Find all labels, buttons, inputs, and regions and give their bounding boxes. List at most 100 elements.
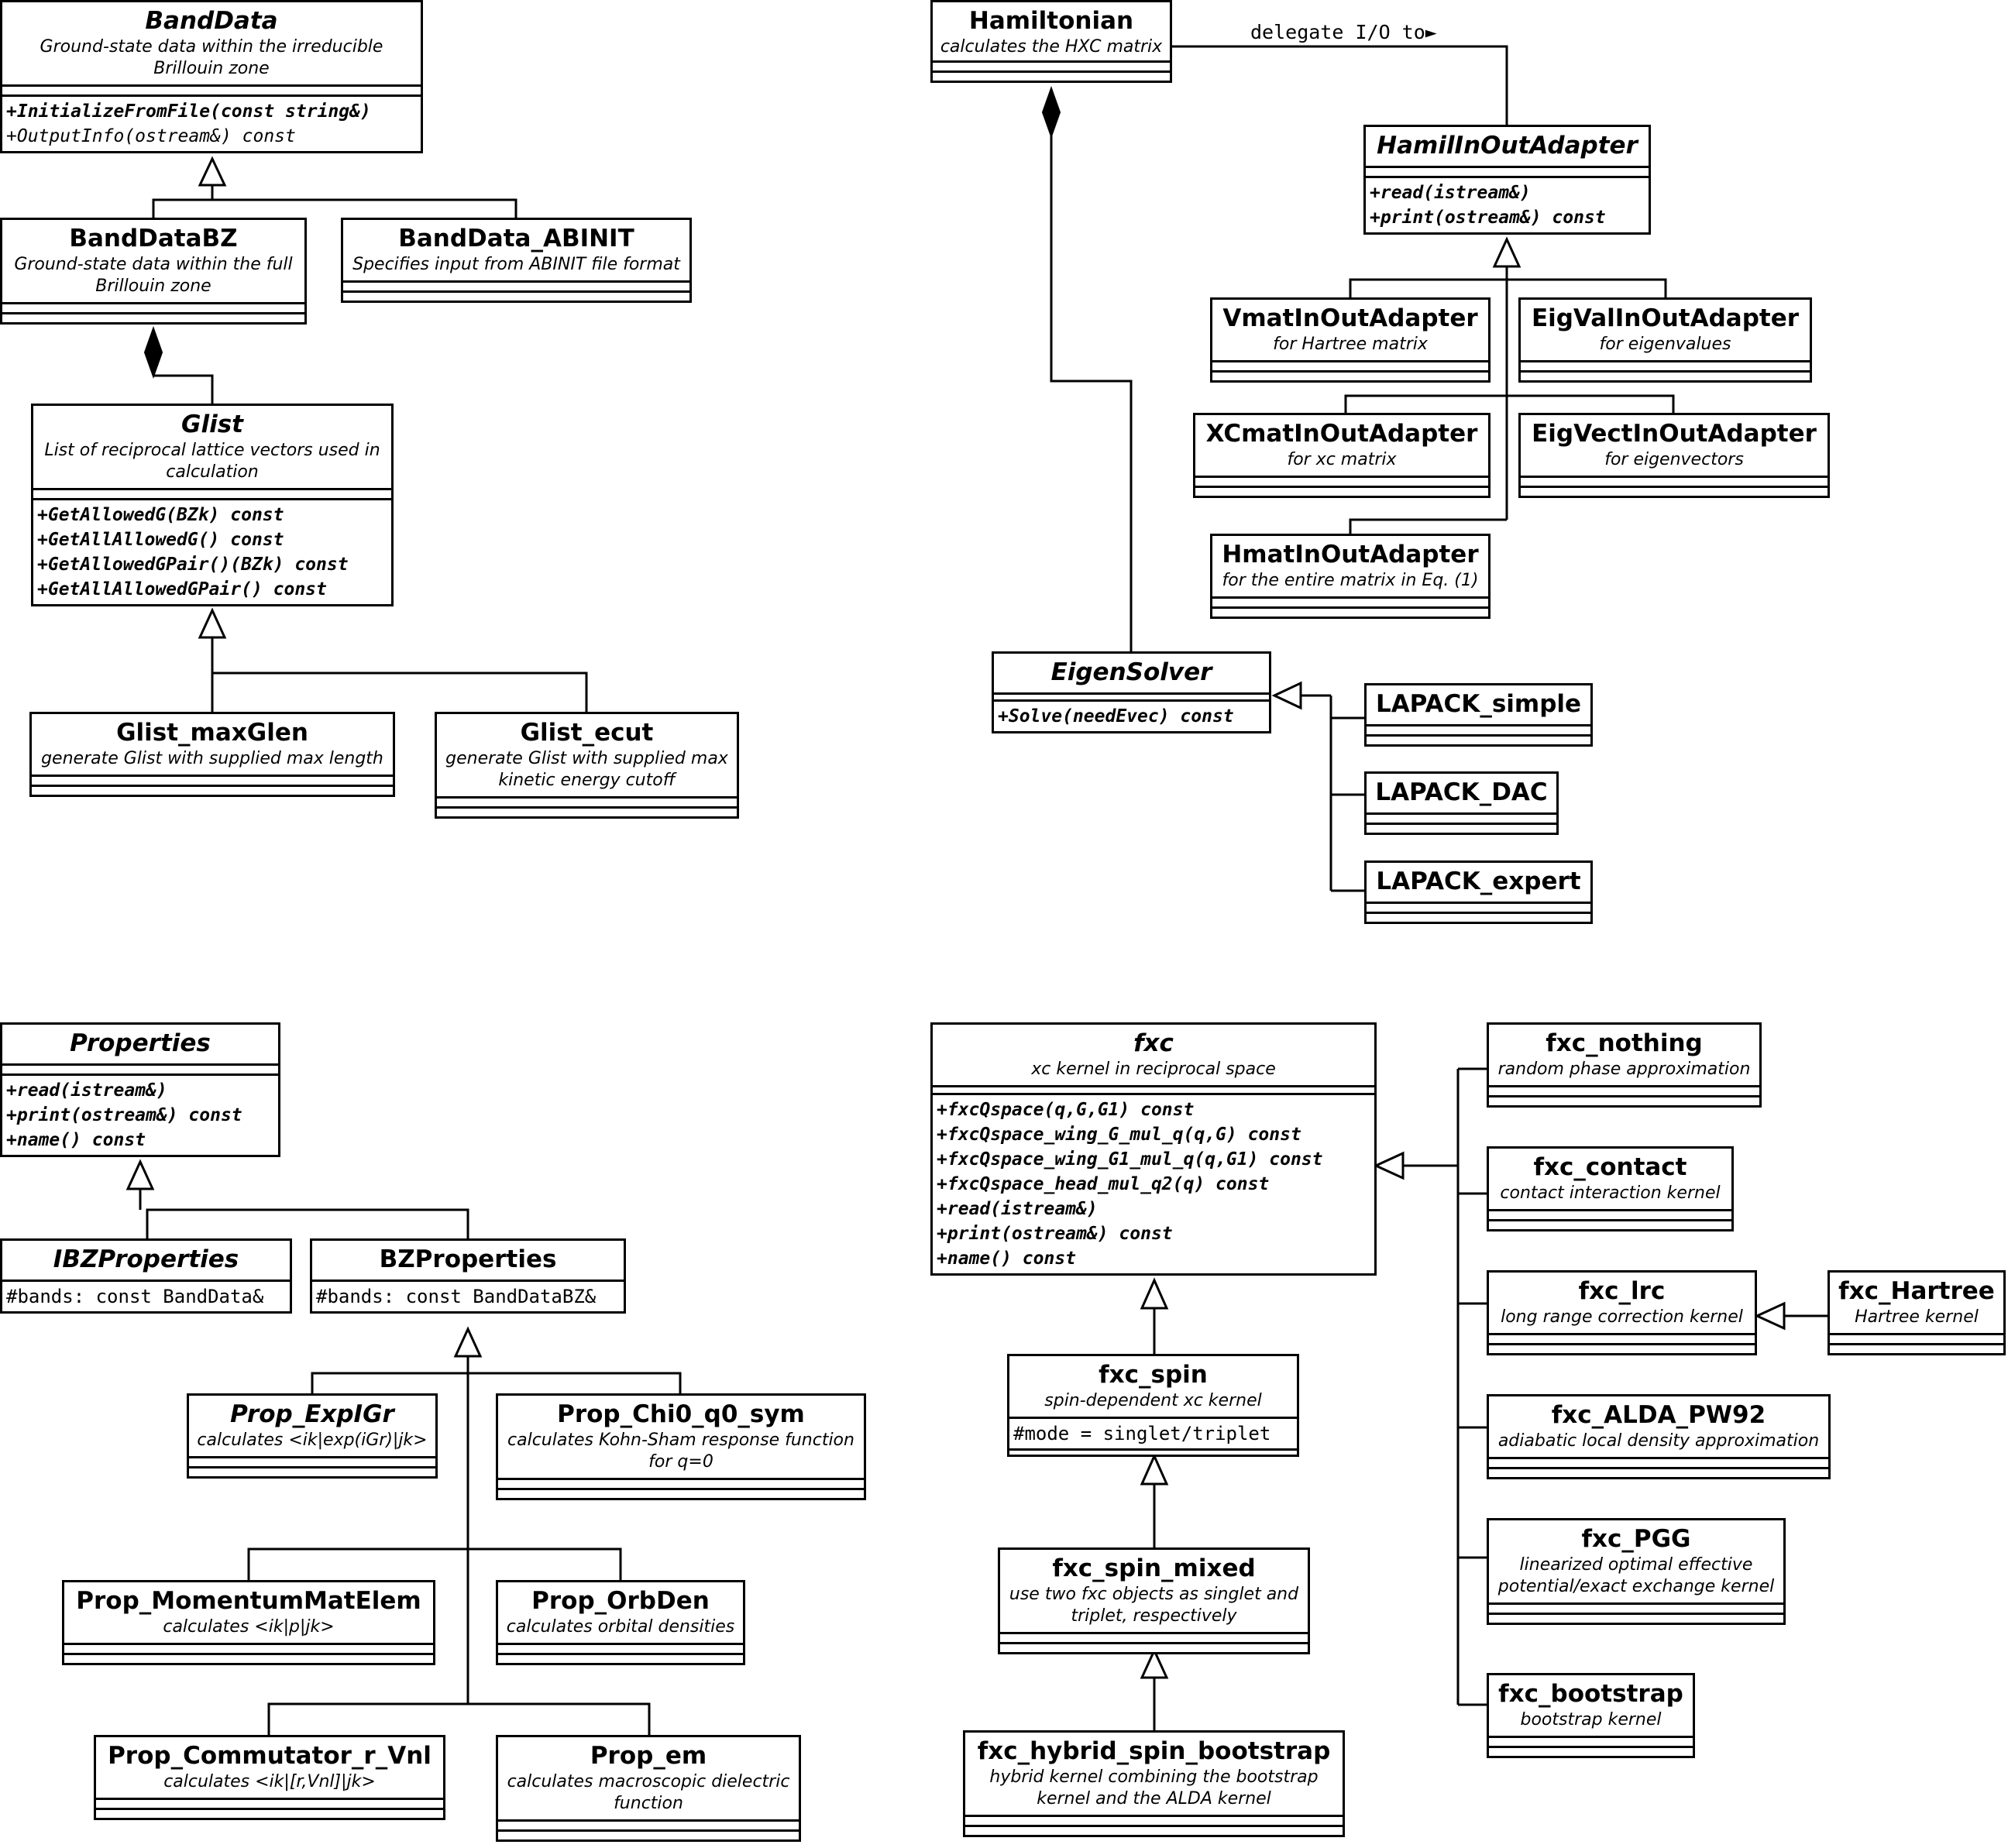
banddatabz-composition-diamond	[143, 326, 163, 379]
operations-compartment	[498, 1829, 799, 1839]
operations-compartment: +read(istream&) +print(ostream&) const +…	[2, 1073, 278, 1155]
operations-compartment	[32, 785, 393, 795]
class-description: for Hartree matrix	[1273, 335, 1428, 354]
class-description: Ground-state data within the irreducible…	[40, 37, 383, 78]
operations-compartment	[498, 1653, 743, 1663]
operation: +read(istream&)	[937, 1199, 1098, 1219]
operations-compartment	[437, 806, 737, 816]
operations-compartment: +read(istream&) +print(ostream&) const	[1366, 176, 1649, 232]
bzproperties-generalization-arrow	[453, 1326, 483, 1358]
association-label: delegate I/O to►	[1250, 21, 1437, 43]
class-description: use two fxc objects as singlet and tripl…	[1009, 1585, 1299, 1626]
class-name: Properties	[70, 1029, 211, 1057]
class-name: fxc	[1133, 1029, 1174, 1057]
operation: +GetAllAllowedG() const	[37, 530, 284, 550]
operations-compartment	[1195, 486, 1488, 496]
operations-compartment	[1367, 912, 1590, 922]
attributes-compartment	[1489, 1736, 1693, 1746]
class-description: for the entire matrix in Eq. (1)	[1222, 571, 1479, 590]
operations-compartment	[2, 312, 304, 322]
class-name: BandData_ABINIT	[398, 225, 634, 252]
attributes-compartment	[189, 1456, 435, 1466]
attributes-compartment: #mode = singlet/triplet	[1009, 1417, 1297, 1448]
operation: +print(ostream&) const	[6, 1105, 242, 1125]
class-eigensolver: EigenSolver +Solve(needEvec) const	[992, 651, 1271, 733]
class-description: calculates macroscopic dielectric functi…	[507, 1772, 790, 1813]
class-description: calculates <ik|[r,Vnl]|jk>	[163, 1772, 376, 1791]
attributes-compartment	[1489, 1085, 1759, 1095]
attributes-compartment	[2, 1063, 278, 1073]
class-name: Hamiltonian	[968, 7, 1134, 35]
attributes-compartment	[1366, 166, 1649, 176]
operation: +fxcQspace_wing_G_mul_q(q,G) const	[937, 1125, 1301, 1145]
operation: +name() const	[6, 1130, 146, 1150]
attribute: #mode = singlet/triplet	[1013, 1423, 1271, 1444]
attributes-compartment: #bands: const BandDataBZ&	[312, 1280, 624, 1311]
operation: +InitializeFromFile(const string&)	[6, 101, 371, 122]
attributes-compartment	[1489, 1602, 1783, 1613]
bzprop-branch-2	[247, 1547, 622, 1581]
operations-compartment	[498, 1488, 864, 1498]
class-description: generate Glist with supplied max kinetic…	[445, 749, 728, 790]
operations-compartment	[1367, 823, 1556, 833]
operations-compartment: +GetAllowedG(BZk) const +GetAllAllowedG(…	[33, 498, 391, 604]
eigensolver-generalization-arrow	[1271, 681, 1302, 710]
class-name: fxc_bootstrap	[1498, 1680, 1683, 1708]
operations-compartment	[1367, 734, 1590, 744]
class-description: random phase approximation	[1497, 1060, 1751, 1079]
operations-compartment	[1521, 486, 1827, 496]
attributes-compartment	[32, 775, 393, 785]
operations-compartment	[1830, 1343, 2003, 1353]
attributes-compartment	[1367, 812, 1556, 823]
class-prop-commutator-r-vnl: Prop_Commutator_r_Vnl calculates <ik|[r,V…	[94, 1735, 445, 1820]
class-name: fxc_lrc	[1578, 1277, 1666, 1305]
class-banddata-abinit: BandData_ABINIT Specifies input from ABIN…	[341, 218, 692, 303]
banddatabz-glist-composition-line	[153, 374, 214, 404]
class-lapack-expert: LAPACK_expert	[1364, 860, 1593, 924]
adapter-inheritance-top	[1349, 278, 1667, 299]
fxc-spin-generalization-arrow	[1140, 1453, 1169, 1486]
adapter-inheritance-bottom	[1349, 518, 1507, 534]
attributes-compartment	[994, 692, 1269, 699]
class-name: LAPACK_expert	[1376, 867, 1581, 895]
properties-generalization-arrow	[126, 1159, 155, 1190]
class-name: Prop_OrbDen	[531, 1587, 710, 1615]
class-description: spin-dependent xc kernel	[1044, 1391, 1262, 1410]
class-description: for eigenvalues	[1599, 335, 1731, 354]
class-name: Prop_Commutator_r_Vnl	[108, 1742, 432, 1770]
attribute: #bands: const BandData&	[6, 1286, 264, 1307]
class-description: calculates <ik|p|jk>	[163, 1617, 335, 1637]
operation: +fxcQspace_wing_G1_mul_q(q,G1) const	[937, 1149, 1323, 1170]
class-name: fxc_ALDA_PW92	[1551, 1401, 1766, 1429]
operation: +GetAllowedGPair()(BZk) const	[37, 555, 349, 575]
class-description: List of reciprocal lattice vectors used …	[44, 441, 380, 482]
glist-inheritance-line	[211, 672, 588, 713]
glist-generalization-arrow	[198, 607, 227, 639]
class-description: for xc matrix	[1287, 450, 1397, 469]
class-description: Specifies input from ABINIT file format	[352, 255, 680, 274]
class-properties: Properties +read(istream&) +print(ostrea…	[0, 1022, 280, 1157]
attributes-compartment	[96, 1798, 443, 1808]
attributes-compartment	[343, 280, 689, 290]
operation: +Solve(needEvec) const	[998, 706, 1234, 726]
attributes-compartment	[498, 1819, 799, 1829]
operation: +OutputInfo(ostream&) const	[6, 126, 296, 146]
operation: +fxcQspace(q,G,G1) const	[937, 1100, 1195, 1120]
operations-compartment	[965, 1825, 1343, 1835]
operations-compartment	[343, 290, 689, 301]
